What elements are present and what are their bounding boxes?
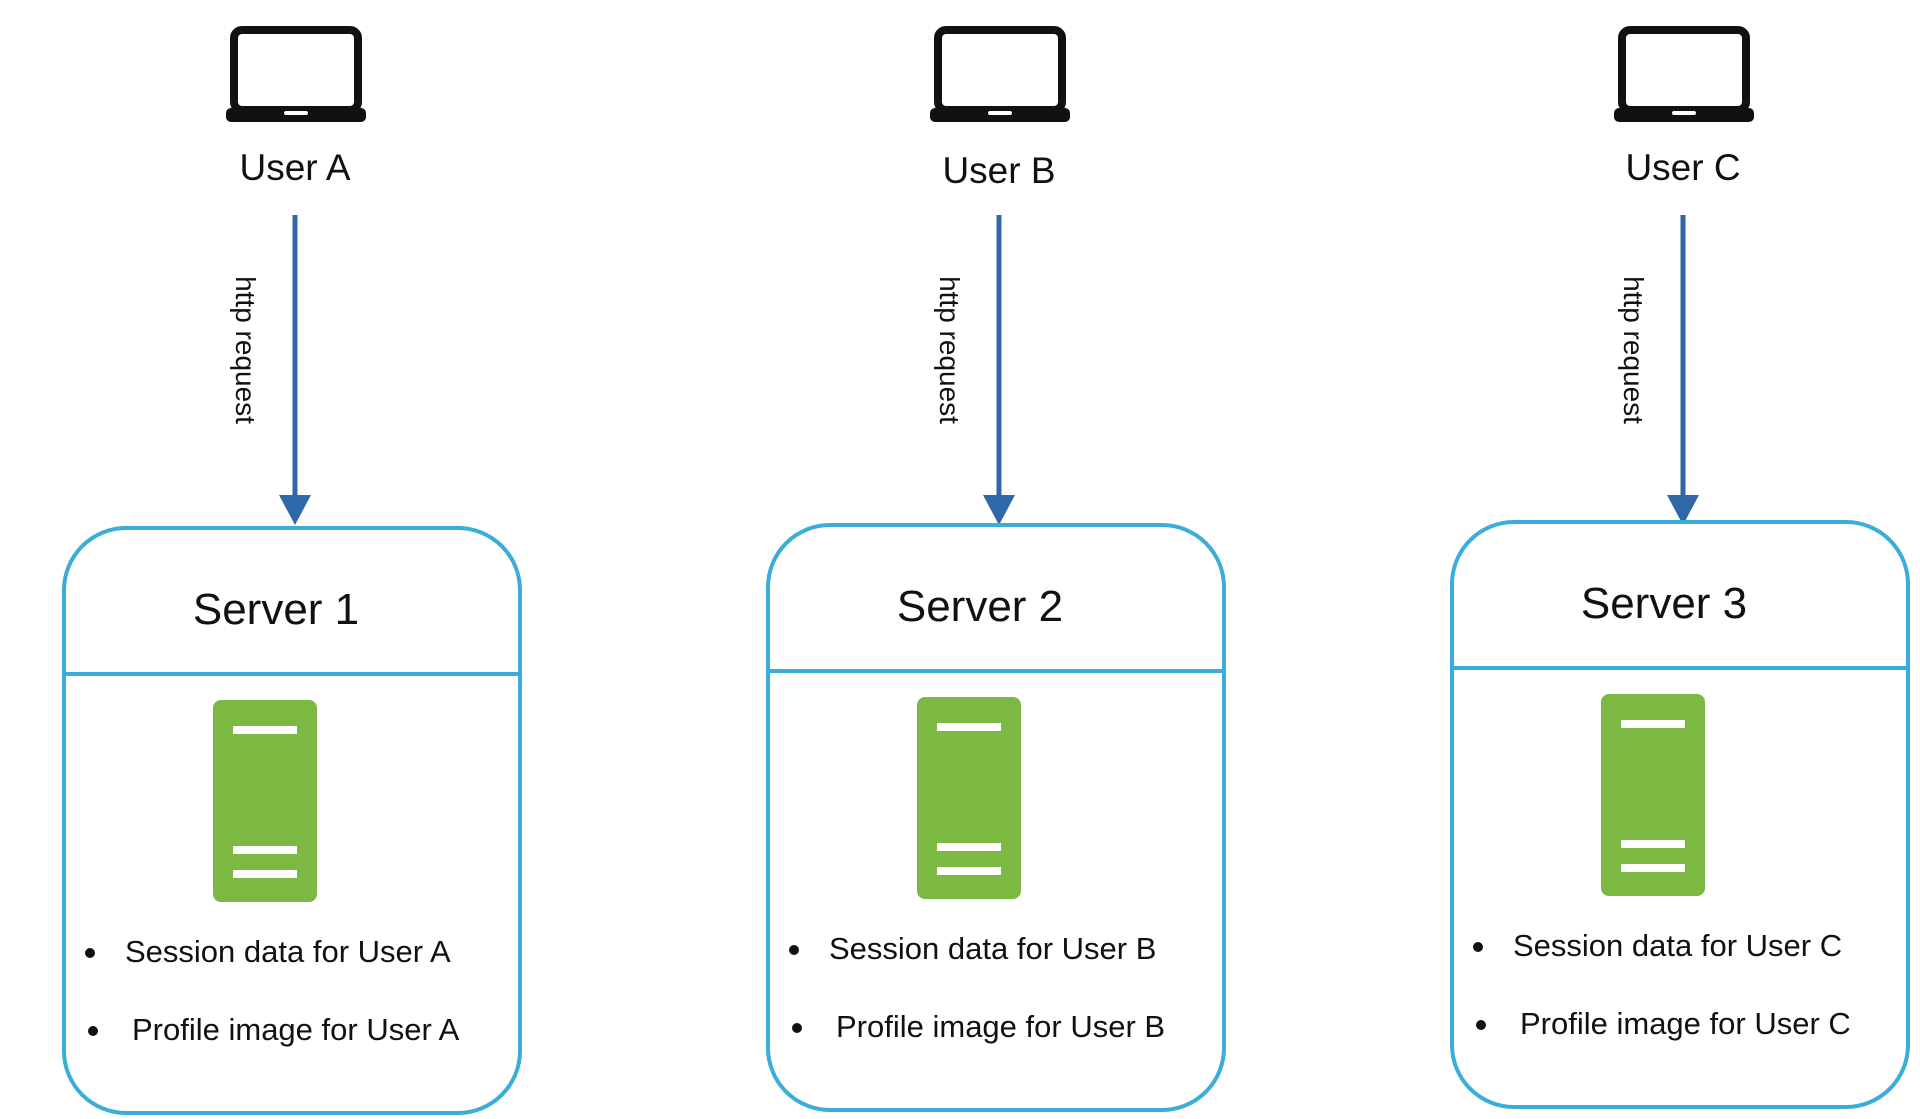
server-icon [917, 697, 1021, 899]
bullet-icon [789, 945, 799, 955]
column-user-c: User C http request Server 3 Session dat… [1448, 0, 1918, 1119]
list-item: Session data for User C [1468, 926, 1898, 966]
bullet-icon [1473, 942, 1483, 952]
list-item: Session data for User B [784, 929, 1214, 969]
arrow-down-icon [279, 215, 311, 525]
column-user-a: User A http request Server 1 Session dat… [60, 0, 530, 1119]
server-title: Server 1 [192, 585, 360, 634]
server-title: Server 2 [896, 582, 1064, 631]
server-icon [213, 700, 317, 902]
server-data-list: Session data for User B Profile image fo… [784, 929, 1214, 1047]
http-request-label: http request [1618, 276, 1649, 424]
user-label: User C [1625, 147, 1741, 188]
server-data-list: Session data for User A Profile image fo… [80, 932, 510, 1050]
server-title: Server 3 [1580, 579, 1748, 628]
list-item: Profile image for User B [784, 1007, 1214, 1047]
user-label: User B [942, 150, 1056, 191]
bullet-icon [88, 1026, 98, 1036]
list-item: Profile image for User C [1468, 1004, 1898, 1044]
server-box: Server 1 Session data for User A Profile… [62, 526, 522, 1115]
http-request-label: http request [934, 276, 965, 424]
laptop-icon [1614, 26, 1754, 122]
list-item: Profile image for User A [80, 1010, 510, 1050]
bullet-icon [85, 948, 95, 958]
column-user-b: User B http request Server 2 Session dat… [764, 0, 1234, 1119]
laptop-icon [226, 26, 366, 122]
http-request-label: http request [230, 276, 261, 424]
list-item: Session data for User A [80, 932, 510, 972]
arrow-down-icon [1667, 215, 1699, 525]
laptop-icon [930, 26, 1070, 122]
server-data-list: Session data for User C Profile image fo… [1468, 926, 1898, 1044]
server-divider [66, 672, 518, 676]
server-icon [1601, 694, 1705, 896]
bullet-icon [792, 1023, 802, 1033]
server-divider [770, 669, 1222, 673]
user-label: User A [239, 147, 351, 188]
bullet-icon [1476, 1020, 1486, 1030]
server-box: Server 2 Session data for User B Profile… [766, 523, 1226, 1112]
server-box: Server 3 Session data for User C Profile… [1450, 520, 1910, 1109]
arrow-down-icon [983, 215, 1015, 525]
server-divider [1454, 666, 1906, 670]
